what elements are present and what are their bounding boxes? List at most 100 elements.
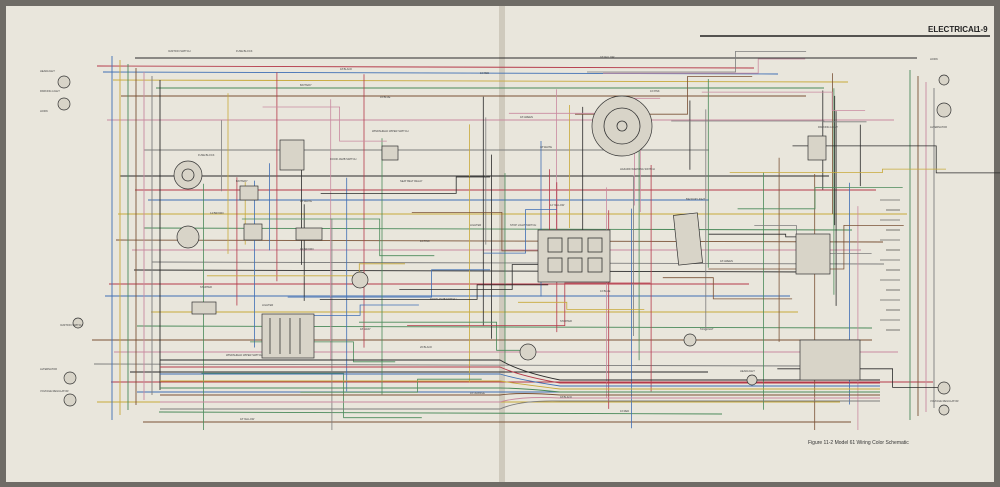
instrument-cluster-dial [591, 95, 653, 157]
wire-label: 12 YELLOW [550, 203, 565, 207]
component-label: PARKING LIGHT [818, 125, 838, 129]
turn-signal-switch [807, 135, 827, 161]
component-label: HEADLIGHT [40, 69, 55, 73]
wire-segment [151, 261, 885, 265]
wire-run [737, 187, 903, 210]
wire-run [708, 225, 904, 270]
rear-harness-block [799, 339, 861, 381]
component-label: TAIL LIGHT [700, 327, 714, 331]
component-label: LIGHTER [470, 223, 481, 227]
component-label: VOLTAGE REGULATOR [40, 389, 69, 393]
relay-panel-right [795, 233, 831, 275]
wire-run [160, 393, 880, 396]
horn [72, 317, 84, 329]
component-label: ALTERNATOR [40, 367, 57, 371]
wire-label: 16 PINK [650, 89, 660, 93]
flasher-box [243, 223, 263, 241]
battery [191, 301, 217, 315]
wire-run [262, 106, 387, 142]
wire-run [792, 145, 1000, 174]
wire-label: 16 RED [480, 71, 489, 75]
page-number: 1-9 [976, 25, 988, 34]
wire-segment [158, 411, 723, 415]
wire-run [729, 168, 946, 173]
wire-segment [133, 269, 814, 273]
wire-run [671, 120, 867, 123]
wire-run [662, 277, 793, 300]
wire-run [587, 51, 807, 73]
component-label: HORN [930, 57, 938, 61]
wire-run [319, 284, 549, 300]
wire-segment [102, 71, 779, 75]
component-label: DOOR JAMB SWITCH [330, 157, 356, 161]
component-label: STARTER [200, 285, 212, 289]
wire-segment [136, 325, 873, 329]
component-label: LIGHTER [262, 303, 273, 307]
wiper-switch [683, 333, 697, 347]
wire-run [701, 91, 866, 111]
alternator [173, 160, 203, 190]
connector-cluster [537, 229, 611, 283]
wire-label: 18 WHITE [300, 199, 312, 203]
wire-label: 20 BLACK [420, 345, 432, 349]
tail-light-right-bottom [937, 381, 951, 416]
starter-motor [176, 225, 200, 249]
wire-label: 16 BLUE [600, 289, 611, 293]
component-label: BATTERY [300, 83, 312, 87]
wire-segment [112, 79, 849, 83]
windshield-wiper-motor [519, 343, 537, 361]
lighter [746, 374, 758, 386]
component-label: IGNITION SWITCH [60, 323, 83, 327]
wire-run [320, 176, 490, 194]
wire-label: 16 BLUE [380, 95, 391, 99]
headlight-left-bottom [63, 371, 77, 407]
wire-segment [93, 363, 811, 367]
label-group: HEADLIGHT PARKING LIGHT HORN ALTERNATOR VOLT… [40, 49, 959, 421]
wire-segment [96, 65, 755, 69]
ignition-switch [351, 271, 369, 289]
hazard-warning-buzzer [295, 227, 323, 241]
wire-run [359, 321, 534, 351]
component-label: BACKUP LIGHT [686, 197, 705, 201]
wire-run [160, 380, 880, 390]
wire-run [241, 218, 435, 257]
wire-label: 16 RED [620, 409, 629, 413]
wire-label: 14 BROWN [300, 247, 314, 251]
wire-run [603, 58, 806, 74]
wire-run [206, 263, 405, 277]
wire-label: 18 WHITE [540, 145, 552, 149]
fuse-block [261, 313, 315, 359]
component-label: VOLTAGE REGULATOR [930, 399, 959, 403]
wire-label: 18 YELLOW [600, 55, 615, 59]
component-label: FUSE BLOCK [198, 153, 215, 157]
voltage-regulator [239, 185, 259, 201]
wire-label: 18 YELLOW [240, 417, 255, 421]
component-label: HORN [40, 109, 48, 113]
component-label: HAZARD WARNING SWITCH [620, 167, 655, 171]
rear-window-defogger [673, 212, 703, 266]
wire-run [160, 387, 880, 393]
wire-run [160, 397, 880, 403]
wire-label: 14 BROWN [210, 211, 224, 215]
component-label: STARTER [560, 319, 572, 323]
wire-label: 18 GREEN [520, 115, 533, 119]
component-label: DOOR JAMB SWITCH [430, 297, 456, 301]
wire-label: 18 BLACK [340, 67, 352, 71]
component-label: SEAT BELT RELAY [400, 179, 423, 183]
wire-run [160, 373, 880, 387]
stop-light-switch [381, 145, 399, 161]
wire-run [518, 301, 645, 310]
wire-label: 18 GREEN [720, 259, 733, 263]
wire-run [160, 400, 880, 410]
wire-label: 16 ORANGE [470, 391, 485, 395]
wire-run [201, 372, 422, 419]
wire-run [287, 269, 491, 298]
component-label: IGNITION SWITCH [168, 49, 191, 53]
wire-run [407, 282, 651, 326]
component-label: ALTERNATOR [930, 125, 947, 129]
wire-run [411, 212, 544, 252]
component-label: STOP LIGHT SWITCH [510, 223, 536, 227]
wire-label: 16 PINK [420, 239, 430, 243]
component-label: BATTERY [236, 179, 248, 183]
